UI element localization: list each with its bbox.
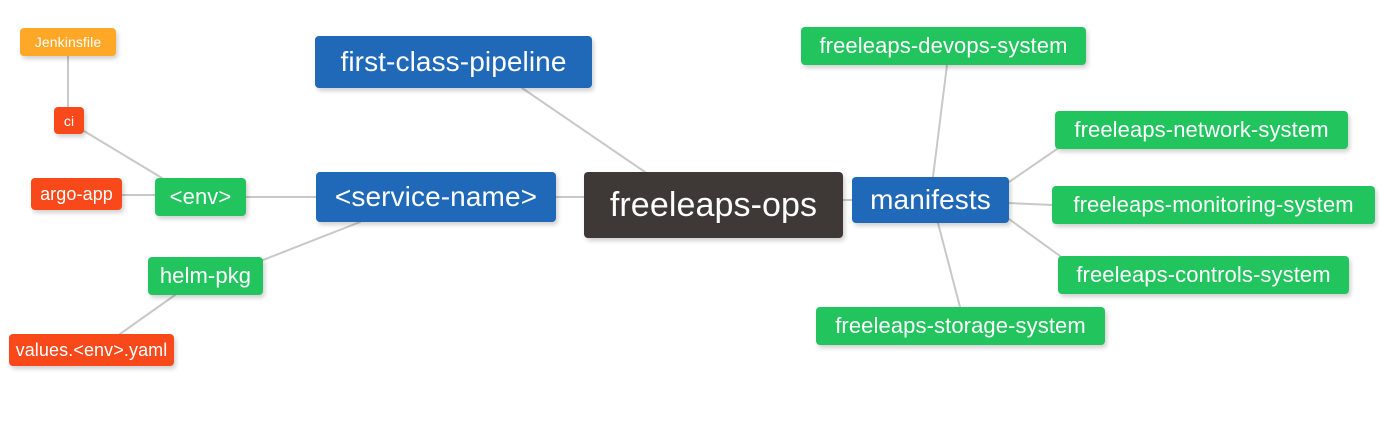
mindmap-node-values-env-yaml[interactable]: values.<env>.yaml (9, 334, 174, 366)
mindmap-node-service-name[interactable]: <service-name> (316, 172, 556, 222)
mindmap-node-label-freeleaps-ops: freeleaps-ops (609, 186, 818, 224)
edge-freeleaps-monitoring-system-to-manifests (1008, 202, 1053, 206)
mindmap-node-first-class-pipeline[interactable]: first-class-pipeline (315, 36, 592, 88)
edge-first-class-pipeline-to-freeleaps-ops (521, 87, 646, 173)
mindmap-node-label-freeleaps-devops-system: freeleaps-devops-system (819, 33, 1068, 58)
mindmap-node-label-freeleaps-storage-system: freeleaps-storage-system (835, 313, 1086, 338)
mindmap-node-label-freeleaps-monitoring-system: freeleaps-monitoring-system (1073, 192, 1354, 217)
mindmap-node-label-freeleaps-controls-system: freeleaps-controls-system (1076, 262, 1331, 287)
mindmap-node-label-helm-pkg: helm-pkg (159, 263, 252, 288)
mindmap-node-freeleaps-devops-system[interactable]: freeleaps-devops-system (801, 27, 1086, 65)
edge-ci-to-env (83, 130, 163, 179)
mindmap-node-label-env: <env> (169, 184, 232, 209)
mindmap-node-label-first-class-pipeline: first-class-pipeline (340, 46, 567, 77)
mindmap-node-helm-pkg[interactable]: helm-pkg (148, 257, 263, 295)
edge-freeleaps-devops-system-to-manifests (932, 64, 948, 178)
mindmap-node-label-values-env-yaml: values.<env>.yaml (15, 340, 168, 360)
mindmap-node-ci[interactable]: ci (54, 107, 84, 134)
mindmap-node-freeleaps-monitoring-system[interactable]: freeleaps-monitoring-system (1052, 186, 1375, 224)
mindmap-node-label-jenkinsfile: Jenkinsfile (34, 34, 102, 50)
mindmap-node-label-freeleaps-network-system: freeleaps-network-system (1074, 117, 1329, 142)
mindmap-node-manifests[interactable]: manifests (852, 177, 1009, 223)
mindmap-node-env[interactable]: <env> (155, 178, 246, 216)
mindmap-node-freeleaps-storage-system[interactable]: freeleaps-storage-system (816, 307, 1105, 345)
edge-values-env-yaml-to-helm-pkg (119, 294, 176, 335)
edge-freeleaps-controls-system-to-manifests (1008, 218, 1061, 257)
mindmap-node-freeleaps-network-system[interactable]: freeleaps-network-system (1055, 111, 1348, 149)
mindmap-node-argo-app[interactable]: argo-app (31, 178, 122, 210)
mindmap-node-freeleaps-ops[interactable]: freeleaps-ops (584, 172, 843, 238)
edge-helm-pkg-to-service-name (262, 221, 361, 261)
mindmap-node-label-manifests: manifests (870, 184, 991, 215)
mindmap-node-label-ci: ci (63, 112, 75, 129)
mindmap-node-label-argo-app: argo-app (40, 184, 113, 204)
edge-freeleaps-network-system-to-manifests (1008, 148, 1058, 183)
edge-freeleaps-storage-system-to-manifests (937, 222, 961, 308)
mindmap-node-jenkinsfile[interactable]: Jenkinsfile (20, 28, 116, 56)
mindmap-node-freeleaps-controls-system[interactable]: freeleaps-controls-system (1058, 256, 1349, 294)
mindmap-node-label-service-name: <service-name> (334, 181, 538, 212)
